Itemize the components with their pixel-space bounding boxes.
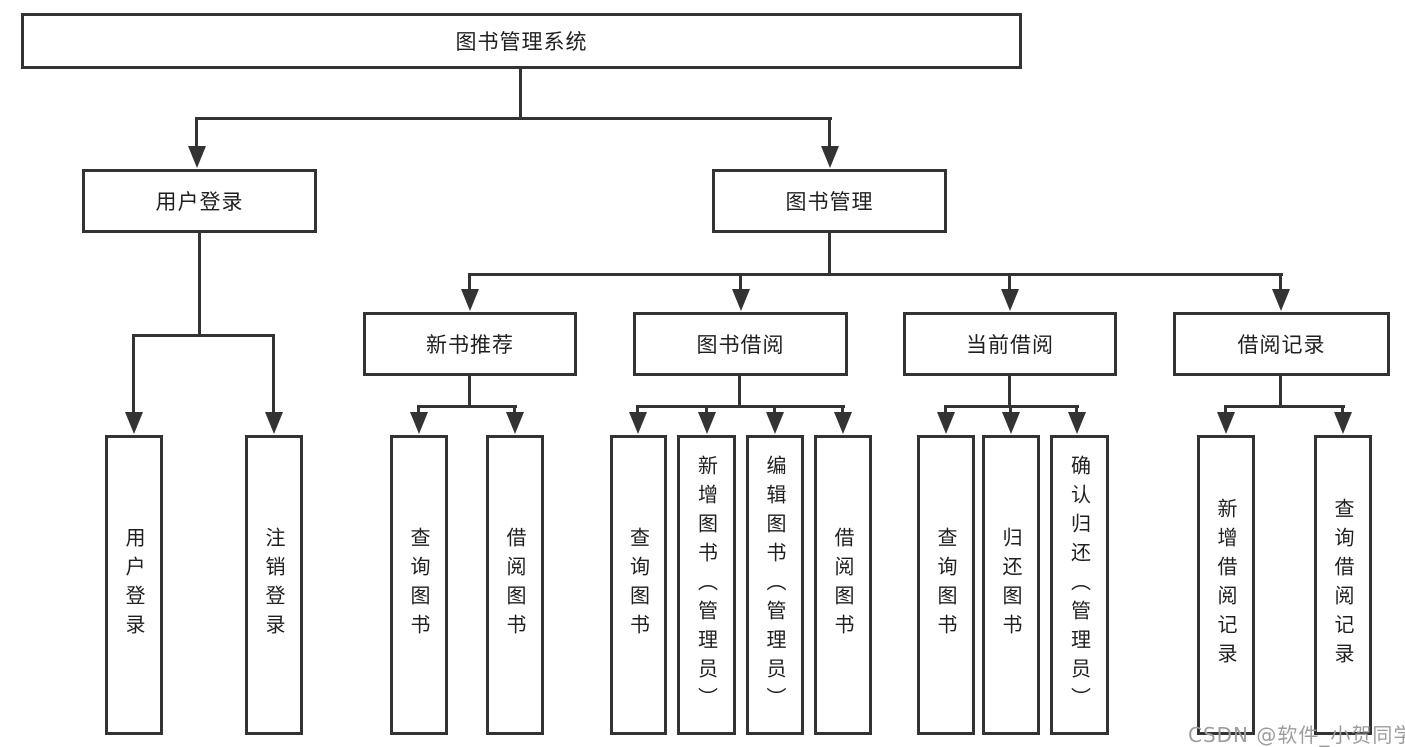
connector-line xyxy=(828,233,831,276)
connector-line xyxy=(195,117,198,152)
arrow-head xyxy=(732,289,750,311)
leaf-query-books-3: 查询图书 xyxy=(917,435,975,735)
leaf-return-books: 归还图书 xyxy=(982,435,1040,735)
node-user-login-group: 用户登录 xyxy=(82,169,317,233)
leaf-label: 用户登录 xyxy=(122,527,146,643)
arrow-head xyxy=(629,412,647,434)
arrow-head xyxy=(821,146,839,168)
node-label: 图书借阅 xyxy=(696,333,785,357)
connector-line xyxy=(1224,405,1227,418)
node-new-book-recommend: 新书推荐 xyxy=(363,312,577,376)
leaf-query-borrow-record: 查询借阅记录 xyxy=(1314,435,1372,735)
connector-line xyxy=(636,405,639,418)
leaf-add-book-admin: 新增图书（管理员） xyxy=(677,435,736,735)
connector-line xyxy=(272,334,275,414)
connector-line xyxy=(828,117,831,152)
leaf-label: 查询图书 xyxy=(934,527,958,643)
root-node-label: 图书管理系统 xyxy=(455,30,588,54)
node-label: 新书推荐 xyxy=(426,333,514,357)
leaf-label: 查询图书 xyxy=(407,527,431,643)
node-label: 用户登录 xyxy=(155,190,244,214)
connector-line xyxy=(1341,405,1344,418)
leaf-edit-book-admin: 编辑图书（管理员） xyxy=(746,435,804,735)
node-book-management: 图书管理 xyxy=(712,169,947,233)
connector-line xyxy=(468,273,471,293)
connector-line xyxy=(1075,405,1078,418)
connector-line xyxy=(513,405,516,418)
connector-line xyxy=(468,273,1283,276)
leaf-label: 查询借阅记录 xyxy=(1331,498,1355,672)
node-borrowing-records: 借阅记录 xyxy=(1173,312,1390,376)
connector-line xyxy=(417,405,420,418)
leaf-label: 借阅图书 xyxy=(503,527,527,643)
leaf-label: 注销登录 xyxy=(262,527,286,643)
leaf-label: 确认归还（管理员） xyxy=(1067,454,1092,716)
connector-line xyxy=(132,334,275,337)
connector-line xyxy=(1008,273,1011,293)
arrow-head xyxy=(188,146,206,168)
connector-line xyxy=(1279,273,1282,293)
csdn-watermark: CSDN @软件_小贺同学 xyxy=(1188,723,1405,747)
connector-line xyxy=(468,376,471,408)
connector-line xyxy=(773,405,776,418)
connector-line xyxy=(1279,376,1282,408)
connector-line xyxy=(1224,405,1345,408)
arrow-head xyxy=(1068,412,1086,434)
connector-line xyxy=(519,69,522,119)
arrow-head xyxy=(1217,412,1235,434)
arrow-head xyxy=(265,412,283,434)
node-label: 当前借阅 xyxy=(966,333,1054,357)
leaf-user-login: 用户登录 xyxy=(105,435,163,735)
root-node: 图书管理系统 xyxy=(21,13,1022,69)
arrow-head xyxy=(766,412,784,434)
connector-line xyxy=(739,273,742,293)
leaf-confirm-return-admin: 确认归还（管理员） xyxy=(1050,435,1109,735)
arrow-head xyxy=(506,412,524,434)
arrow-head xyxy=(461,289,479,311)
leaf-borrow-books-2: 借阅图书 xyxy=(814,435,872,735)
connector-line xyxy=(196,117,832,120)
connector-line xyxy=(944,405,947,418)
node-label: 借阅记录 xyxy=(1237,333,1326,357)
leaf-borrow-books: 借阅图书 xyxy=(486,435,544,735)
arrow-head xyxy=(834,412,852,434)
leaf-label: 归还图书 xyxy=(999,527,1023,643)
connector-line xyxy=(1008,376,1011,408)
node-book-borrowing: 图书借阅 xyxy=(633,312,848,376)
connector-line xyxy=(1009,405,1012,418)
connector-line xyxy=(417,405,517,408)
node-current-borrowing: 当前借阅 xyxy=(903,312,1117,376)
leaf-label: 新增借阅记录 xyxy=(1214,498,1238,672)
arrow-head xyxy=(698,412,716,434)
arrow-head xyxy=(410,412,428,434)
connector-line xyxy=(841,405,844,418)
arrow-head xyxy=(1001,289,1019,311)
connector-line xyxy=(738,376,741,408)
leaf-add-borrow-record: 新增借阅记录 xyxy=(1197,435,1255,735)
connector-line xyxy=(705,405,708,418)
connector-line xyxy=(198,233,201,337)
arrow-head xyxy=(1002,412,1020,434)
leaf-label: 编辑图书（管理员） xyxy=(763,454,787,716)
connector-line xyxy=(132,334,135,414)
arrow-head xyxy=(1272,289,1290,311)
leaf-label: 新增图书（管理员） xyxy=(694,454,719,716)
leaf-label: 借阅图书 xyxy=(831,527,855,643)
node-label: 图书管理 xyxy=(785,190,874,214)
leaf-logout: 注销登录 xyxy=(245,435,303,735)
leaf-query-books-2: 查询图书 xyxy=(610,435,667,735)
arrow-head xyxy=(1334,412,1352,434)
leaf-query-books: 查询图书 xyxy=(390,435,448,735)
leaf-label: 查询图书 xyxy=(626,527,651,643)
arrow-head xyxy=(937,412,955,434)
connector-line xyxy=(636,405,845,408)
arrow-head xyxy=(125,412,143,434)
